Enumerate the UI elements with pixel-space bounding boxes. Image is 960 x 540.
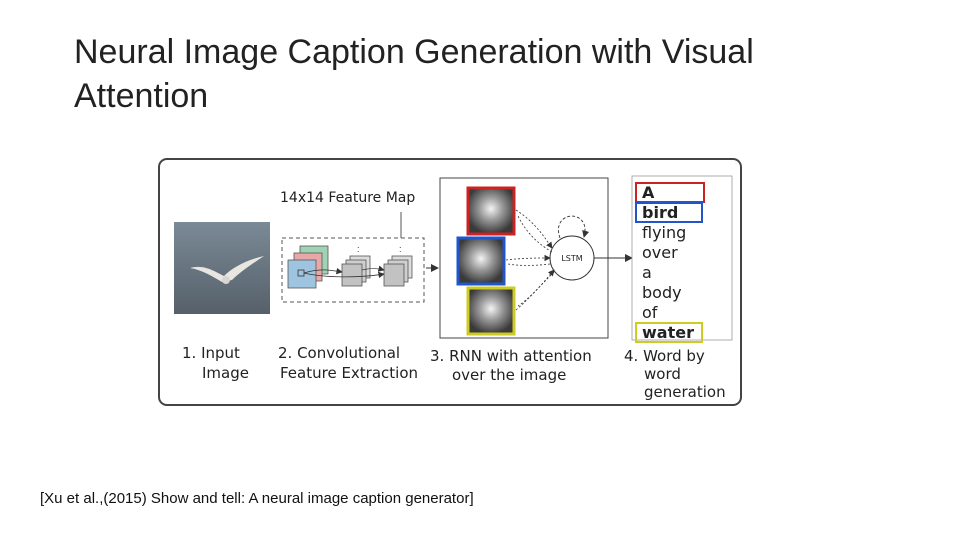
svg-text:generation: generation — [644, 383, 726, 401]
feature-map-label: 14x14 Feature Map — [280, 190, 415, 206]
step-4-label: 4. Word by word generation — [624, 347, 726, 401]
svg-text:1. Input: 1. Input — [182, 344, 240, 362]
caption-word: flying — [642, 223, 686, 242]
feature-map-stack: : : — [287, 244, 413, 289]
caption-word: a — [642, 263, 652, 282]
svg-text::: : — [399, 244, 402, 254]
word-highlight-water — [635, 322, 703, 343]
attention-map-3 — [466, 286, 516, 336]
step-1-label: 1. Input Image — [182, 344, 249, 382]
slide-title: Neural Image Caption Generation with Vis… — [74, 33, 754, 115]
svg-text:Image: Image — [202, 364, 249, 382]
svg-text:2. Convolutional: 2. Convolutional — [278, 344, 400, 362]
svg-text:over the image: over the image — [452, 366, 566, 384]
word-highlight-bird — [635, 202, 703, 223]
svg-text::: : — [357, 244, 360, 254]
attention-map-1 — [466, 186, 516, 236]
lstm-label: LSTM — [561, 254, 582, 263]
caption-word: over — [642, 243, 678, 262]
caption-word: A — [642, 183, 655, 202]
step-3-label: 3. RNN with attention over the image — [430, 347, 592, 384]
svg-text:Feature Extraction: Feature Extraction — [280, 364, 418, 382]
attention-map-2 — [456, 236, 506, 286]
caption-word: water — [642, 323, 694, 342]
step-2-label: 2. Convolutional Feature Extraction — [278, 344, 418, 382]
attention-model-figure: 14x14 Feature Map : : — [158, 158, 742, 406]
svg-text:3. RNN with attention: 3. RNN with attention — [430, 347, 592, 365]
citation: [Xu et al.,(2015) Show and tell: A neura… — [40, 490, 474, 507]
svg-text:word: word — [644, 365, 681, 383]
figure-diagram: 14x14 Feature Map : : — [174, 175, 733, 401]
attention-arrows — [505, 209, 555, 311]
caption-word: bird — [642, 203, 678, 222]
caption-word: body — [642, 283, 682, 302]
input-image — [174, 222, 270, 314]
feature-extraction-box — [281, 237, 425, 303]
caption-word: of — [642, 303, 658, 322]
svg-text:4. Word by: 4. Word by — [624, 347, 705, 365]
